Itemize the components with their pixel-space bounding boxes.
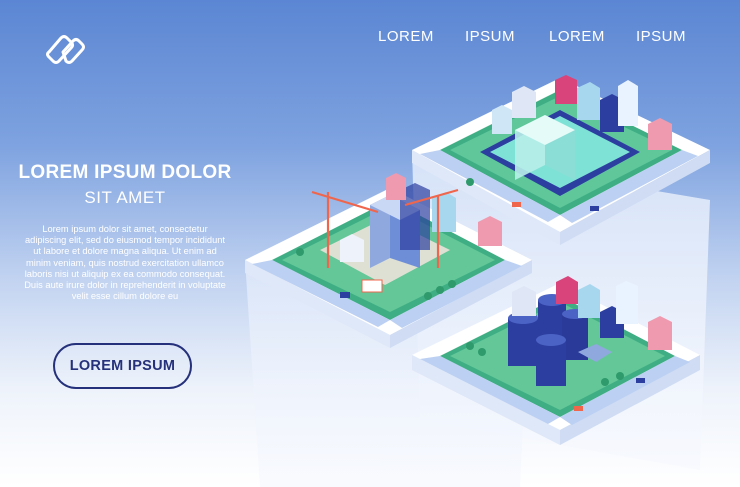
platform-top (412, 75, 710, 245)
hero-title-line2: SIT AMET (84, 188, 166, 207)
nav-item-ipsum-1[interactable]: IPSUM (465, 28, 516, 45)
hero-title-line1: LOREM IPSUM DOLOR (18, 162, 232, 183)
logo-icon[interactable] (43, 28, 87, 68)
hero-body-text: Lorem ipsum dolor sit amet, consectetur … (24, 224, 226, 302)
cta-button[interactable]: LOREM IPSUM (53, 343, 192, 389)
platform-bottom (412, 276, 700, 445)
nav-item-lorem-2[interactable]: LOREM (549, 28, 605, 45)
nav-item-lorem-1[interactable]: LOREM (378, 28, 434, 45)
nav-item-ipsum-2[interactable]: IPSUM (636, 28, 687, 45)
top-nav: LOREM IPSUM LOREM IPSUM (0, 28, 740, 48)
platform-left (245, 173, 532, 348)
